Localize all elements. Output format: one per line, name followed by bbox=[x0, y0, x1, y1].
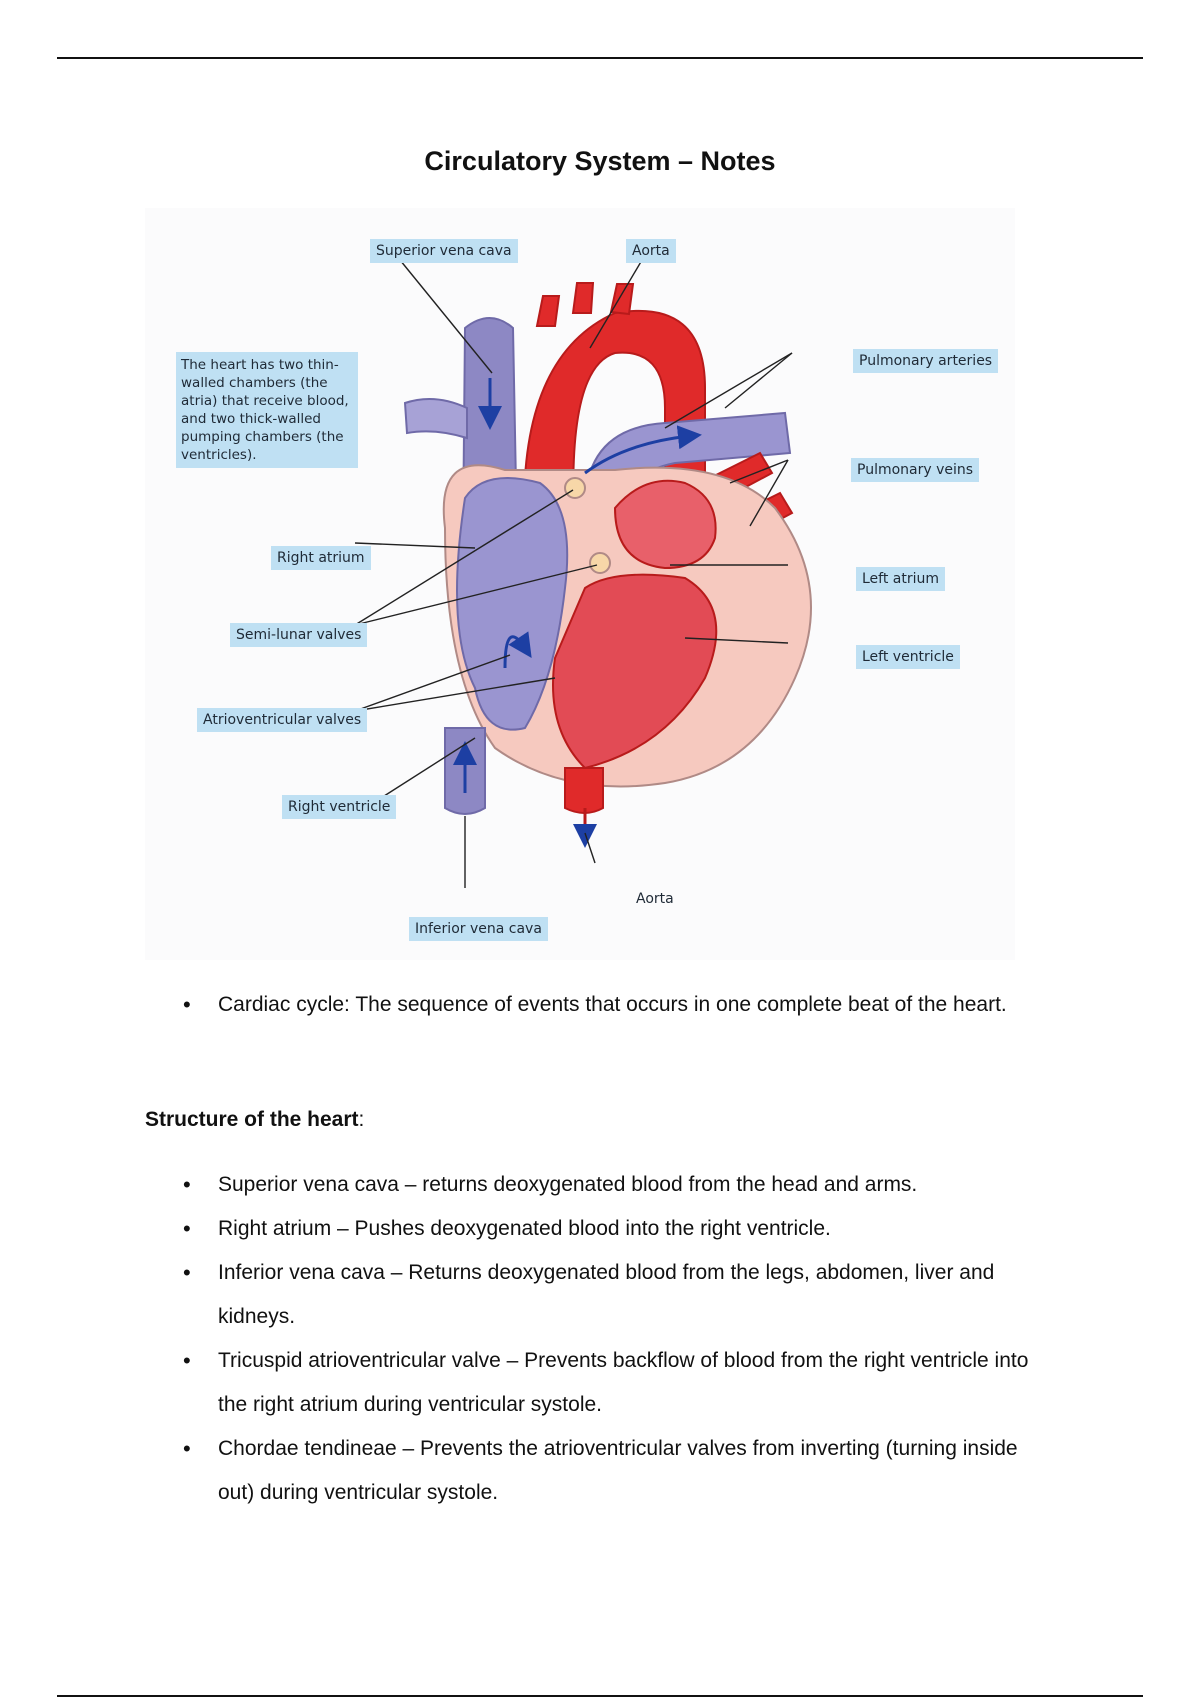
heart-diagram: Superior vena cava Aorta Pulmonary arter… bbox=[145, 208, 1015, 960]
section-heading: Structure of the heart: bbox=[145, 1108, 364, 1132]
structure-bullet: Right atrium – Pushes deoxygenated blood… bbox=[218, 1207, 1058, 1251]
structure-bullet: Superior vena cava – returns deoxygenate… bbox=[218, 1163, 1058, 1207]
semilunar-valve-2 bbox=[590, 553, 610, 573]
structure-bullet: Tricuspid atrioventricular valve – Preve… bbox=[218, 1339, 1058, 1427]
section-heading-text: Structure of the heart bbox=[145, 1108, 359, 1131]
header-rule bbox=[57, 57, 1143, 59]
diagram-note: The heart has two thin-walled chambers (… bbox=[176, 352, 358, 468]
label-right-atrium: Right atrium bbox=[271, 546, 371, 570]
label-aorta-bottom: Aorta bbox=[636, 890, 674, 908]
label-pulmonary-arteries: Pulmonary arteries bbox=[853, 349, 998, 373]
semilunar-valve-1 bbox=[565, 478, 585, 498]
intro-bullet: Cardiac cycle: The sequence of events th… bbox=[218, 983, 1058, 1027]
label-superior-vena-cava: Superior vena cava bbox=[370, 239, 518, 263]
brachiocephalic-vessel bbox=[405, 399, 467, 438]
label-pulmonary-veins: Pulmonary veins bbox=[851, 458, 979, 482]
descending-aorta-vessel bbox=[565, 768, 603, 813]
label-left-ventricle: Left ventricle bbox=[856, 645, 960, 669]
structure-bullet: Chordae tendineae – Prevents the atriove… bbox=[218, 1427, 1058, 1515]
label-semi-lunar-valves: Semi-lunar valves bbox=[230, 623, 367, 647]
section-heading-suffix: : bbox=[359, 1108, 365, 1131]
footer-rule bbox=[57, 1695, 1143, 1697]
label-inferior-vena-cava: Inferior vena cava bbox=[409, 917, 548, 941]
label-atrioventricular-valves: Atrioventricular valves bbox=[197, 708, 367, 732]
document-title: Circulatory System – Notes bbox=[0, 146, 1200, 177]
label-aorta-top: Aorta bbox=[626, 239, 676, 263]
label-right-ventricle: Right ventricle bbox=[282, 795, 396, 819]
label-left-atrium: Left atrium bbox=[856, 567, 945, 591]
structure-bullet: Inferior vena cava – Returns deoxygenate… bbox=[218, 1251, 1058, 1339]
